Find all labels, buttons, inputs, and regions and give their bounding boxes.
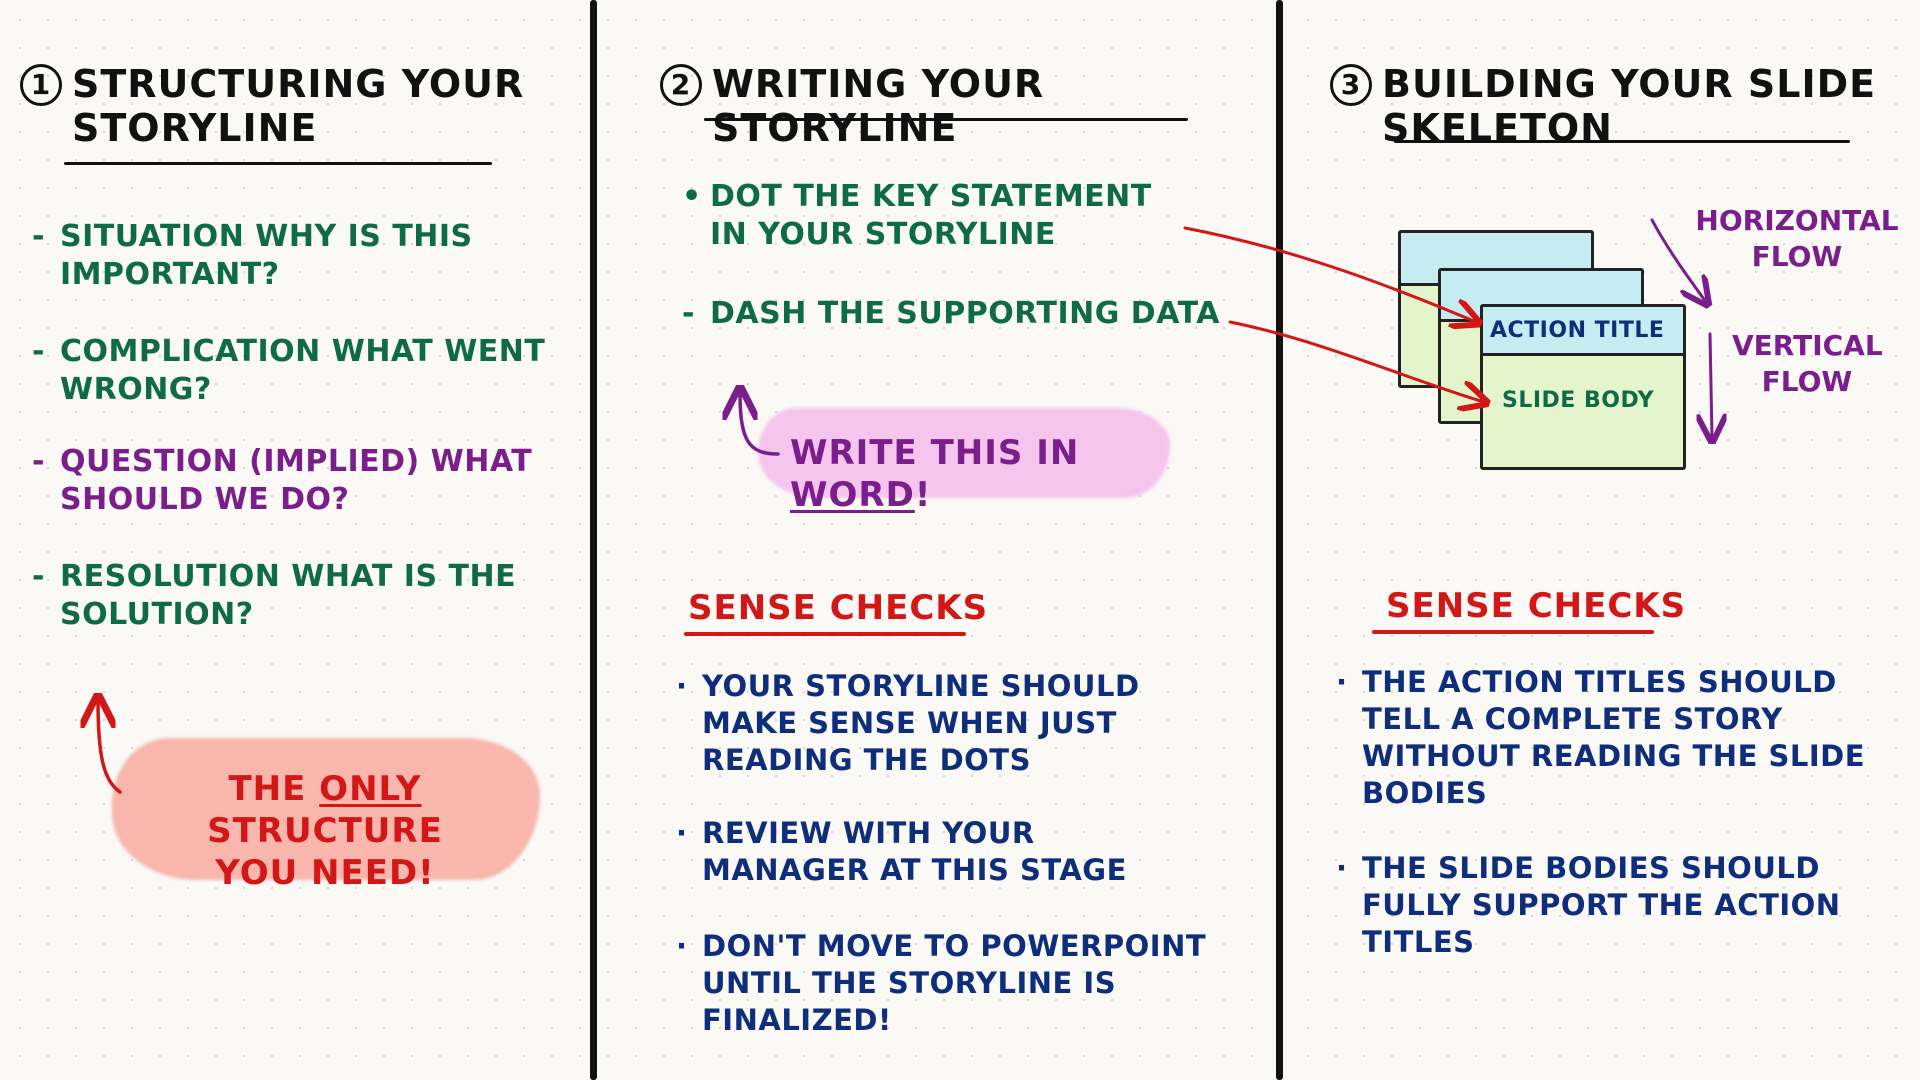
- dash-marker: -: [32, 219, 45, 254]
- bullet-dot: ·: [676, 669, 688, 703]
- slide-body-label: Slide body: [1502, 388, 1655, 413]
- sense-check-item: · Your storyline should make sense when …: [676, 668, 1140, 779]
- callout-highlight: [758, 408, 1170, 498]
- callout-highlight: [112, 738, 540, 880]
- list-item-dot-statement: • Dot the key statement in your storylin…: [682, 178, 1152, 254]
- item-text: Complication what went wrong?: [60, 334, 546, 407]
- emphasis-word: only: [319, 769, 422, 809]
- heading-underline: [64, 162, 492, 165]
- heading-underline: [1394, 140, 1850, 143]
- emphasis-word: word: [790, 475, 915, 515]
- list-item-question: - Question (implied) what should we do?: [32, 443, 532, 519]
- item-text: Question (implied) what should we do?: [60, 444, 533, 517]
- heading-title: Writing your storyline: [712, 62, 1045, 150]
- column-writing-storyline: 2 Writing your storyline • Dot the key s…: [600, 0, 1276, 1080]
- dot-marker: •: [682, 179, 702, 214]
- heading-slide-skeleton: 3 Building your slide skeleton: [1330, 62, 1876, 150]
- action-title-label: Action title: [1490, 318, 1665, 343]
- slide-title-area: [1483, 307, 1683, 356]
- item-text: Dash the supporting data: [710, 296, 1220, 331]
- check-text: The action titles should tell a complete…: [1362, 665, 1866, 810]
- callout-line-1: The only structure: [207, 769, 443, 851]
- column-divider-right: [1276, 0, 1283, 1080]
- bullet-dot: ·: [1336, 665, 1348, 699]
- bullet-dot: ·: [1336, 851, 1348, 885]
- vertical-flow-label: Vertical flow: [1732, 329, 1883, 398]
- item-text: Resolution what is the solution?: [60, 559, 517, 632]
- column-slide-skeleton: 3 Building your slide skeleton Action ti…: [1284, 0, 1920, 1080]
- dash-marker: -: [32, 334, 45, 369]
- dash-marker: -: [32, 559, 45, 594]
- list-item-resolution: - Resolution what is the solution?: [32, 558, 516, 634]
- list-item-complication: - Complication what went wrong?: [32, 333, 545, 409]
- sense-check-item: · Don't move to powerpoint until the sto…: [676, 928, 1206, 1039]
- slide-skeleton-front: [1480, 304, 1686, 470]
- item-text: Dot the key statement in your storyline: [710, 179, 1152, 252]
- sense-checks-title: Sense checks: [688, 588, 989, 628]
- bullet-dot: ·: [676, 929, 688, 963]
- dash-marker: -: [32, 444, 45, 479]
- item-text: Situation why is this important?: [60, 219, 473, 292]
- bullet-dot: ·: [676, 816, 688, 850]
- horizontal-flow-label: Horizontal flow: [1695, 204, 1899, 273]
- callout-only-structure: The only structure you need!: [120, 768, 530, 894]
- callout-line-2: you need!: [215, 853, 435, 893]
- check-text: Your storyline should make sense when ju…: [702, 669, 1140, 777]
- check-text: The slide bodies should fully support th…: [1362, 851, 1841, 959]
- step-number-2: 2: [660, 64, 702, 106]
- column-structuring-storyline: 1 Structuring your storyline - Situation…: [0, 0, 590, 1080]
- slide-body-area: [1483, 356, 1683, 467]
- heading-writing-storyline: 2 Writing your storyline: [660, 62, 1276, 150]
- sense-check-item: · Review with your manager at this stage: [676, 815, 1127, 889]
- step-number-3: 3: [1330, 64, 1372, 106]
- heading-title: Structuring your storyline: [72, 62, 525, 150]
- sense-checks-underline: [1372, 630, 1654, 634]
- sense-checks-title: Sense checks: [1386, 586, 1687, 626]
- sense-check-item: · The slide bodies should fully support …: [1336, 850, 1841, 961]
- dash-marker: -: [682, 296, 695, 331]
- check-text: Review with your manager at this stage: [702, 816, 1127, 887]
- heading-underline: [704, 118, 1188, 121]
- callout-write-in-word: Write this in word!: [790, 433, 1080, 515]
- check-text: Don't move to powerpoint until the story…: [702, 929, 1207, 1037]
- sense-checks-underline: [684, 632, 966, 636]
- heading-structuring-storyline: 1 Structuring your storyline: [20, 62, 524, 150]
- heading-title: Building your slide skeleton: [1382, 62, 1877, 150]
- step-number-1: 1: [20, 64, 62, 106]
- list-item-dash-data: - Dash the supporting data: [682, 295, 1220, 333]
- sense-check-item: · The action titles should tell a comple…: [1336, 664, 1865, 812]
- list-item-situation: - Situation why is this important?: [32, 218, 473, 294]
- column-divider-left: [590, 0, 597, 1080]
